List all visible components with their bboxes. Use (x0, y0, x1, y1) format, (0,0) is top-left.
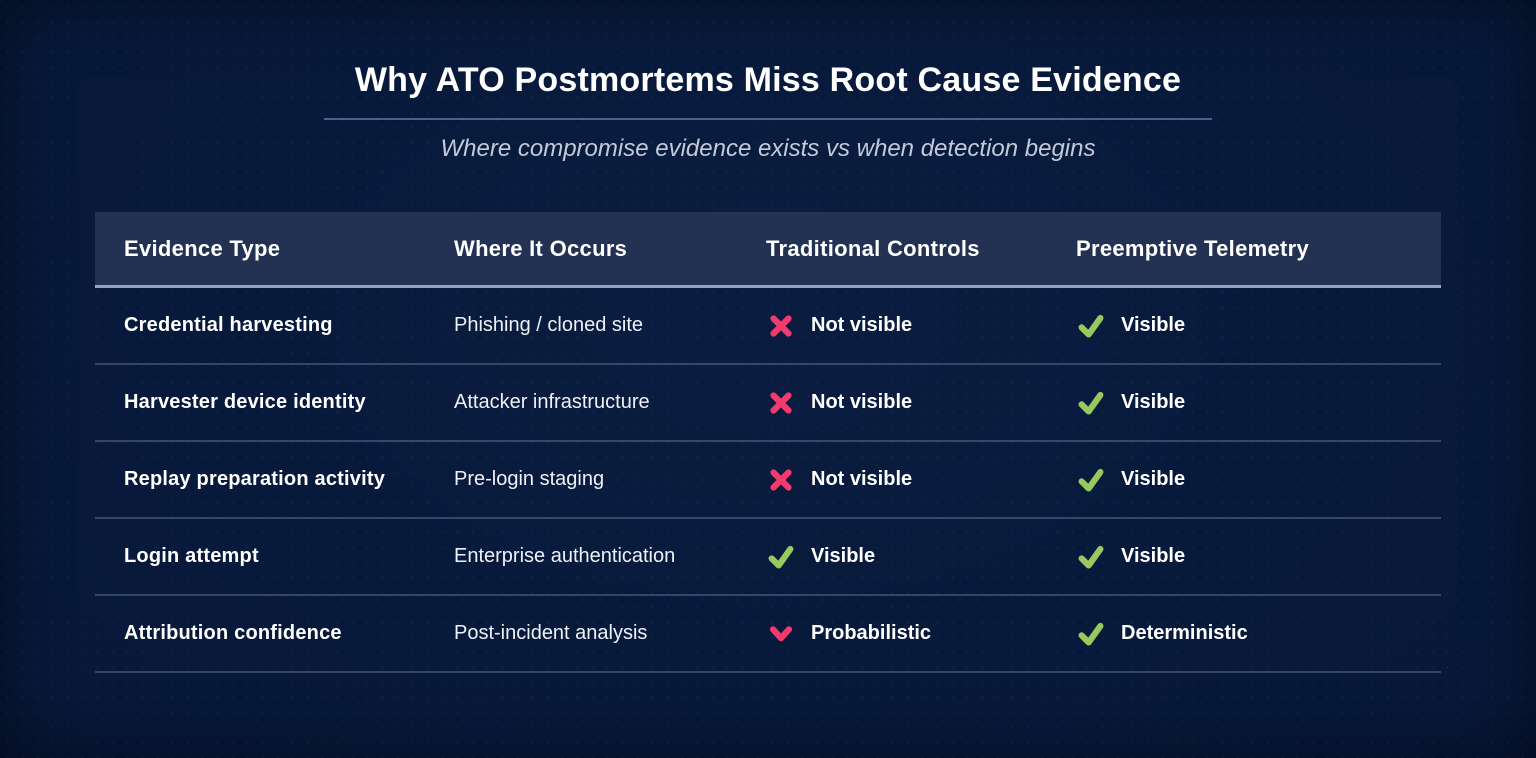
evidence-type-cell: Login attempt (124, 545, 259, 567)
x-icon (766, 388, 796, 418)
evidence-type-cell: Harvester device identity (124, 391, 366, 413)
traditional-controls-cell: Visible (766, 542, 1076, 572)
where-it-occurs-cell: Attacker infrastructure (454, 391, 650, 413)
comparison-table: Evidence Type Where It Occurs Traditiona… (95, 212, 1441, 673)
check-icon (1076, 542, 1106, 572)
evidence-type-cell: Replay preparation activity (124, 468, 386, 490)
chevron-down-icon (766, 619, 796, 649)
status-label: Visible (1121, 545, 1186, 567)
preemptive-telemetry-cell: Visible (1076, 311, 1441, 341)
traditional-controls-cell: Not visible (766, 465, 1076, 495)
status-label: Not visible (811, 391, 913, 413)
status-label: Visible (811, 545, 876, 567)
preemptive-telemetry-cell: Visible (1076, 542, 1441, 572)
where-it-occurs-cell: Phishing / cloned site (454, 314, 644, 336)
status-label: Visible (1121, 391, 1186, 413)
column-header-traditional-controls: Traditional Controls (766, 235, 980, 261)
status-label: Visible (1121, 314, 1186, 336)
preemptive-telemetry-cell: Deterministic (1076, 619, 1441, 649)
x-icon (766, 311, 796, 341)
x-icon (766, 465, 796, 495)
table-row: Replay preparation activity Pre-login st… (95, 442, 1441, 519)
title-divider (324, 118, 1212, 120)
evidence-type-cell: Credential harvesting (124, 314, 333, 336)
check-icon (1076, 388, 1106, 418)
preemptive-telemetry-cell: Visible (1076, 388, 1441, 418)
column-header-where-it-occurs: Where It Occurs (454, 235, 628, 261)
header: Why ATO Postmortems Miss Root Cause Evid… (0, 0, 1536, 164)
table-header-row: Evidence Type Where It Occurs Traditiona… (95, 212, 1441, 288)
check-icon (1076, 311, 1106, 341)
check-icon (766, 542, 796, 572)
traditional-controls-cell: Probabilistic (766, 619, 1076, 649)
traditional-controls-cell: Not visible (766, 388, 1076, 418)
where-it-occurs-cell: Enterprise authentication (454, 545, 676, 567)
table-body: Credential harvesting Phishing / cloned … (95, 288, 1441, 673)
status-label: Not visible (811, 468, 913, 490)
page-title: Why ATO Postmortems Miss Root Cause Evid… (354, 61, 1182, 99)
where-it-occurs-cell: Pre-login staging (454, 468, 605, 490)
status-label: Visible (1121, 468, 1186, 490)
traditional-controls-cell: Not visible (766, 311, 1076, 341)
preemptive-telemetry-cell: Visible (1076, 465, 1441, 495)
check-icon (1076, 619, 1106, 649)
status-label: Not visible (811, 314, 913, 336)
status-label: Deterministic (1121, 622, 1248, 644)
column-header-evidence-type: Evidence Type (124, 235, 281, 261)
table-row: Attribution confidence Post-incident ana… (95, 596, 1441, 673)
table-row: Credential harvesting Phishing / cloned … (95, 288, 1441, 365)
page-subtitle: Where compromise evidence exists vs when… (440, 135, 1096, 162)
check-icon (1076, 465, 1106, 495)
status-label: Probabilistic (811, 622, 932, 644)
table-row: Login attempt Enterprise authentication … (95, 519, 1441, 596)
where-it-occurs-cell: Post-incident analysis (454, 622, 648, 644)
table-row: Harvester device identity Attacker infra… (95, 365, 1441, 442)
evidence-type-cell: Attribution confidence (124, 622, 342, 644)
column-header-preemptive-telemetry: Preemptive Telemetry (1076, 235, 1310, 261)
